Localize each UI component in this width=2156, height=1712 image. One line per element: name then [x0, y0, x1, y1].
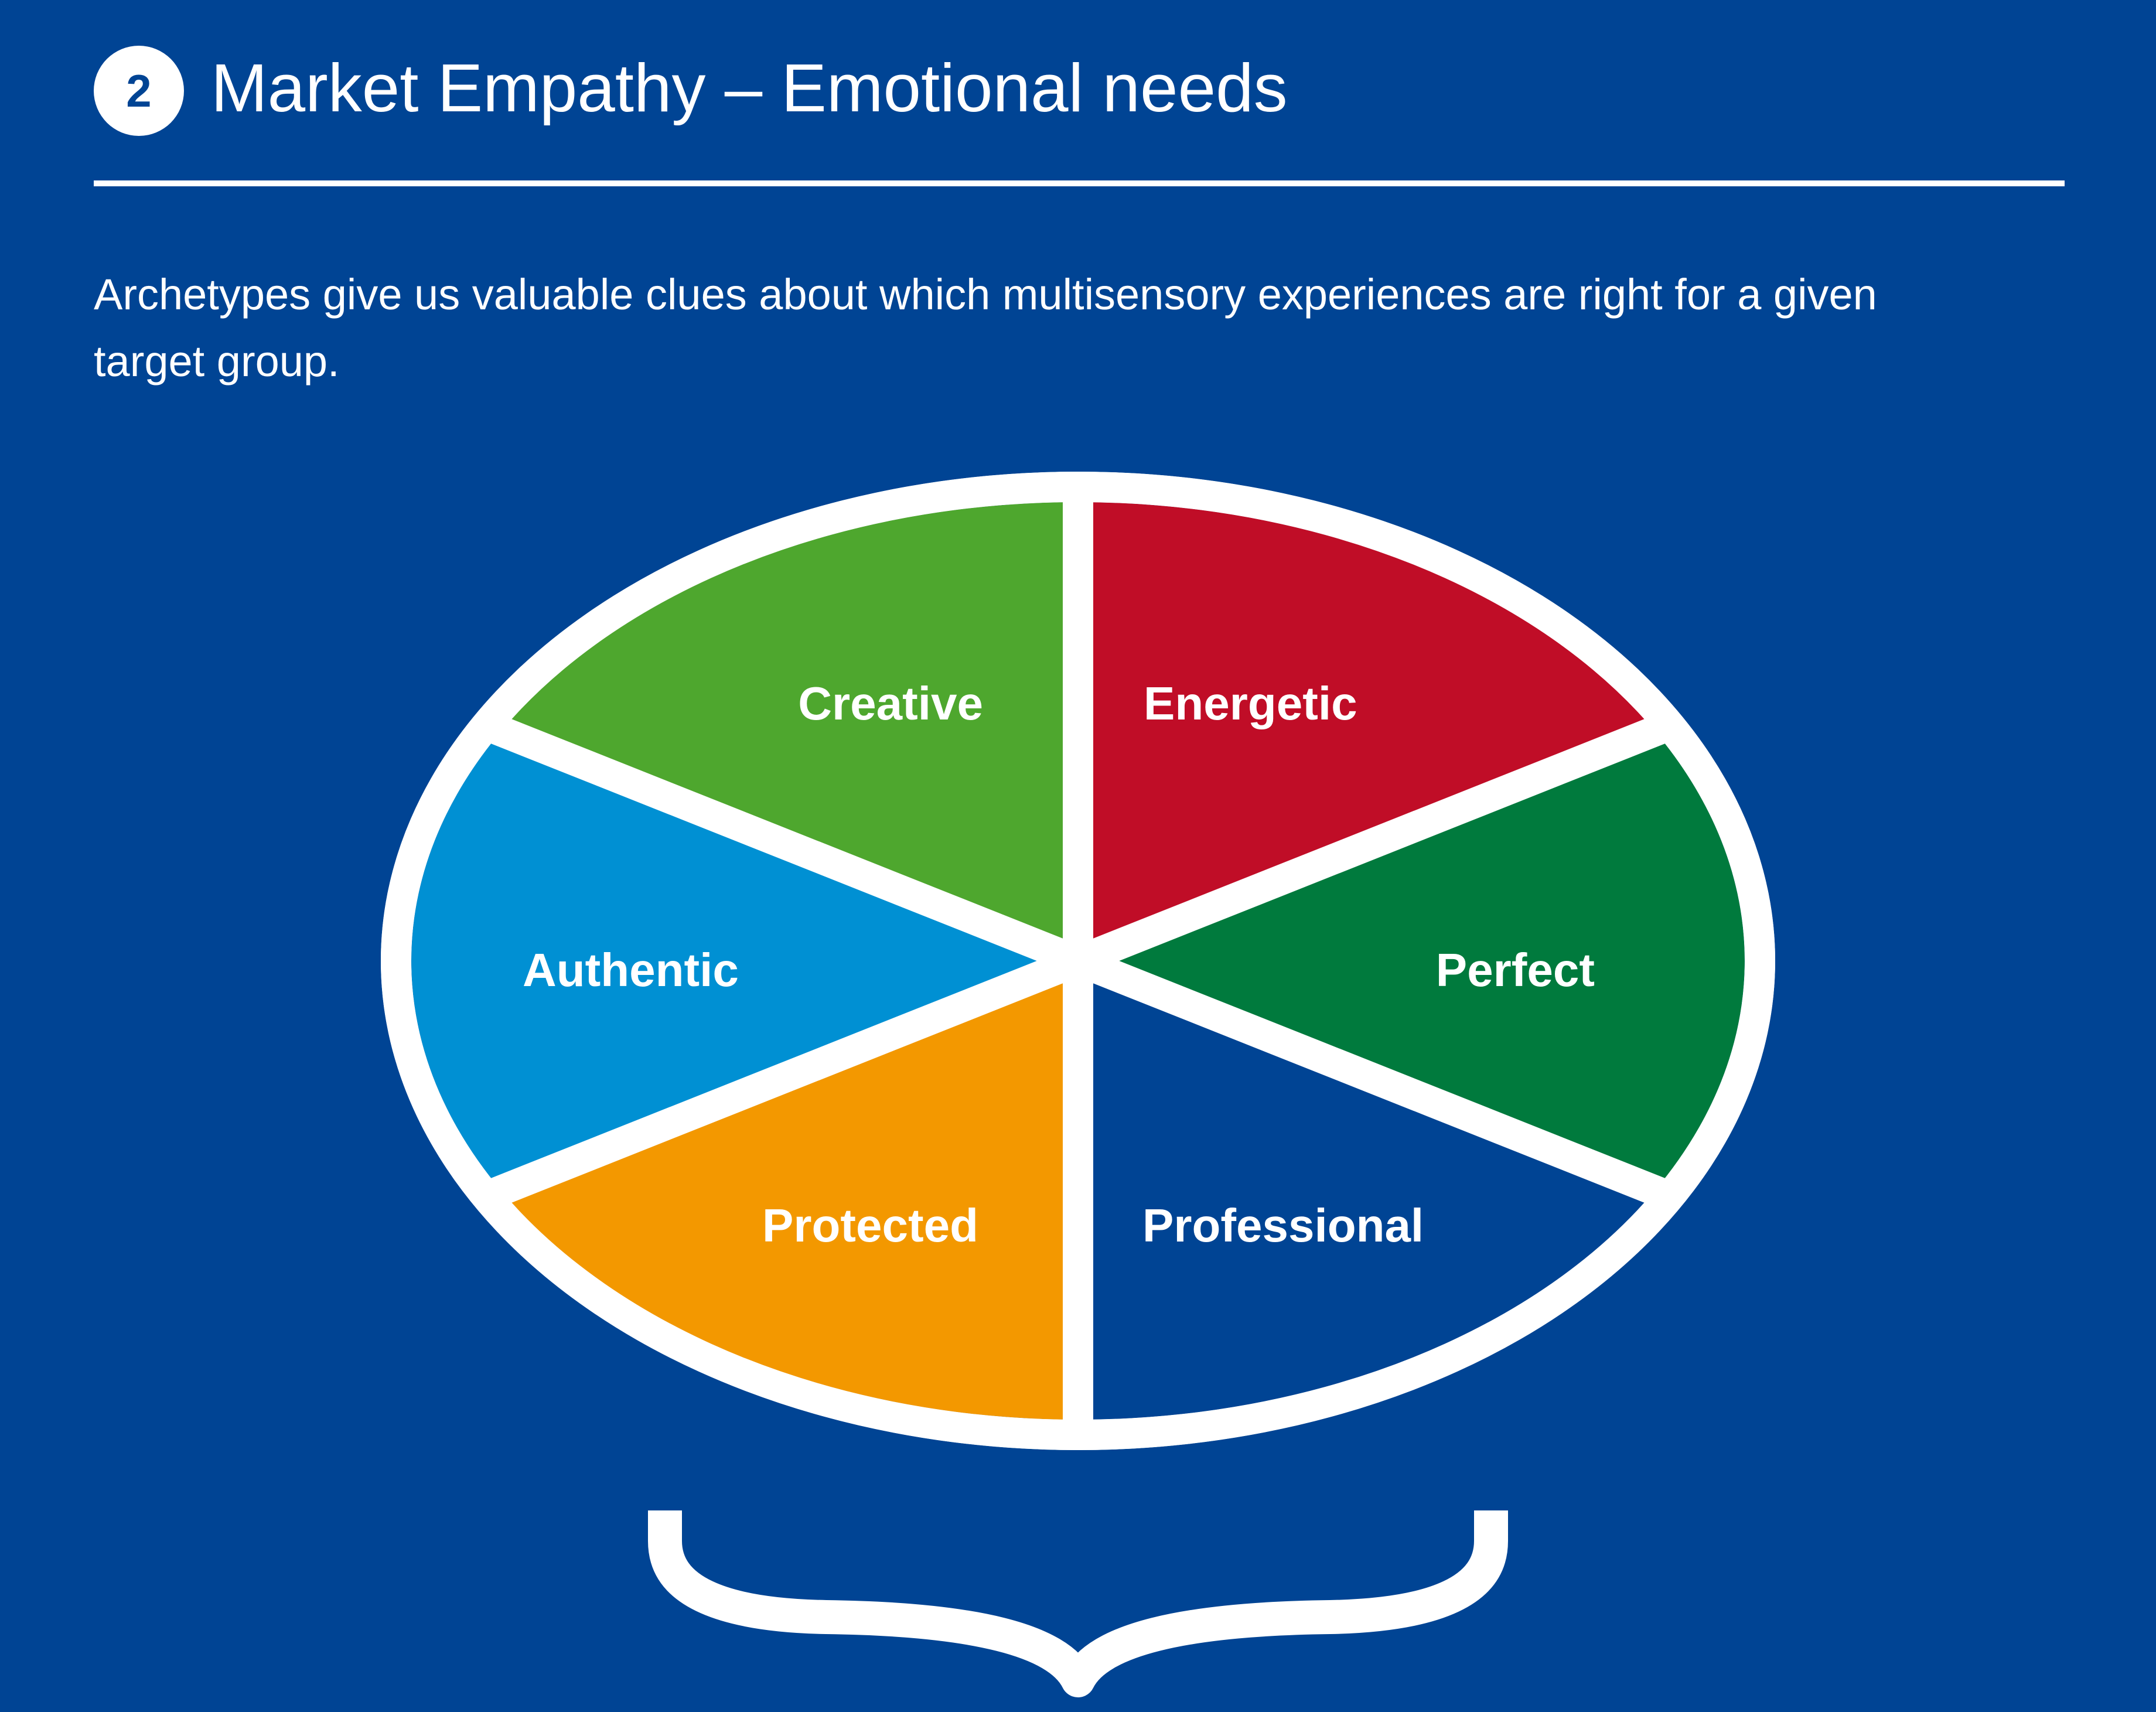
- label-authentic: Authentic: [523, 944, 739, 996]
- label-perfect: Perfect: [1436, 944, 1595, 996]
- page-title: Market Empathy – Emotional needs: [211, 50, 1288, 126]
- curly-brace-icon: [648, 1510, 1508, 1697]
- label-creative: Creative: [798, 677, 983, 729]
- step-number-badge: 2: [94, 46, 184, 136]
- intro-text: Archetypes give us valuable clues about …: [94, 270, 1877, 386]
- label-professional: Professional: [1142, 1199, 1424, 1251]
- title-divider: [94, 180, 2065, 186]
- step-number: 2: [126, 64, 152, 117]
- segment-separators: [475, 480, 1681, 1441]
- segment-creative: [501, 502, 1078, 961]
- label-protected: Protected: [762, 1199, 978, 1251]
- segment-protected: [501, 961, 1078, 1420]
- segment-energetic: [1078, 502, 1655, 961]
- label-energetic: Energetic: [1144, 677, 1357, 729]
- segment-professional: [1078, 961, 1655, 1420]
- wheel-outline: [381, 472, 1775, 1450]
- segment-authentic: [411, 731, 1078, 1191]
- segment-perfect: [1078, 731, 1745, 1191]
